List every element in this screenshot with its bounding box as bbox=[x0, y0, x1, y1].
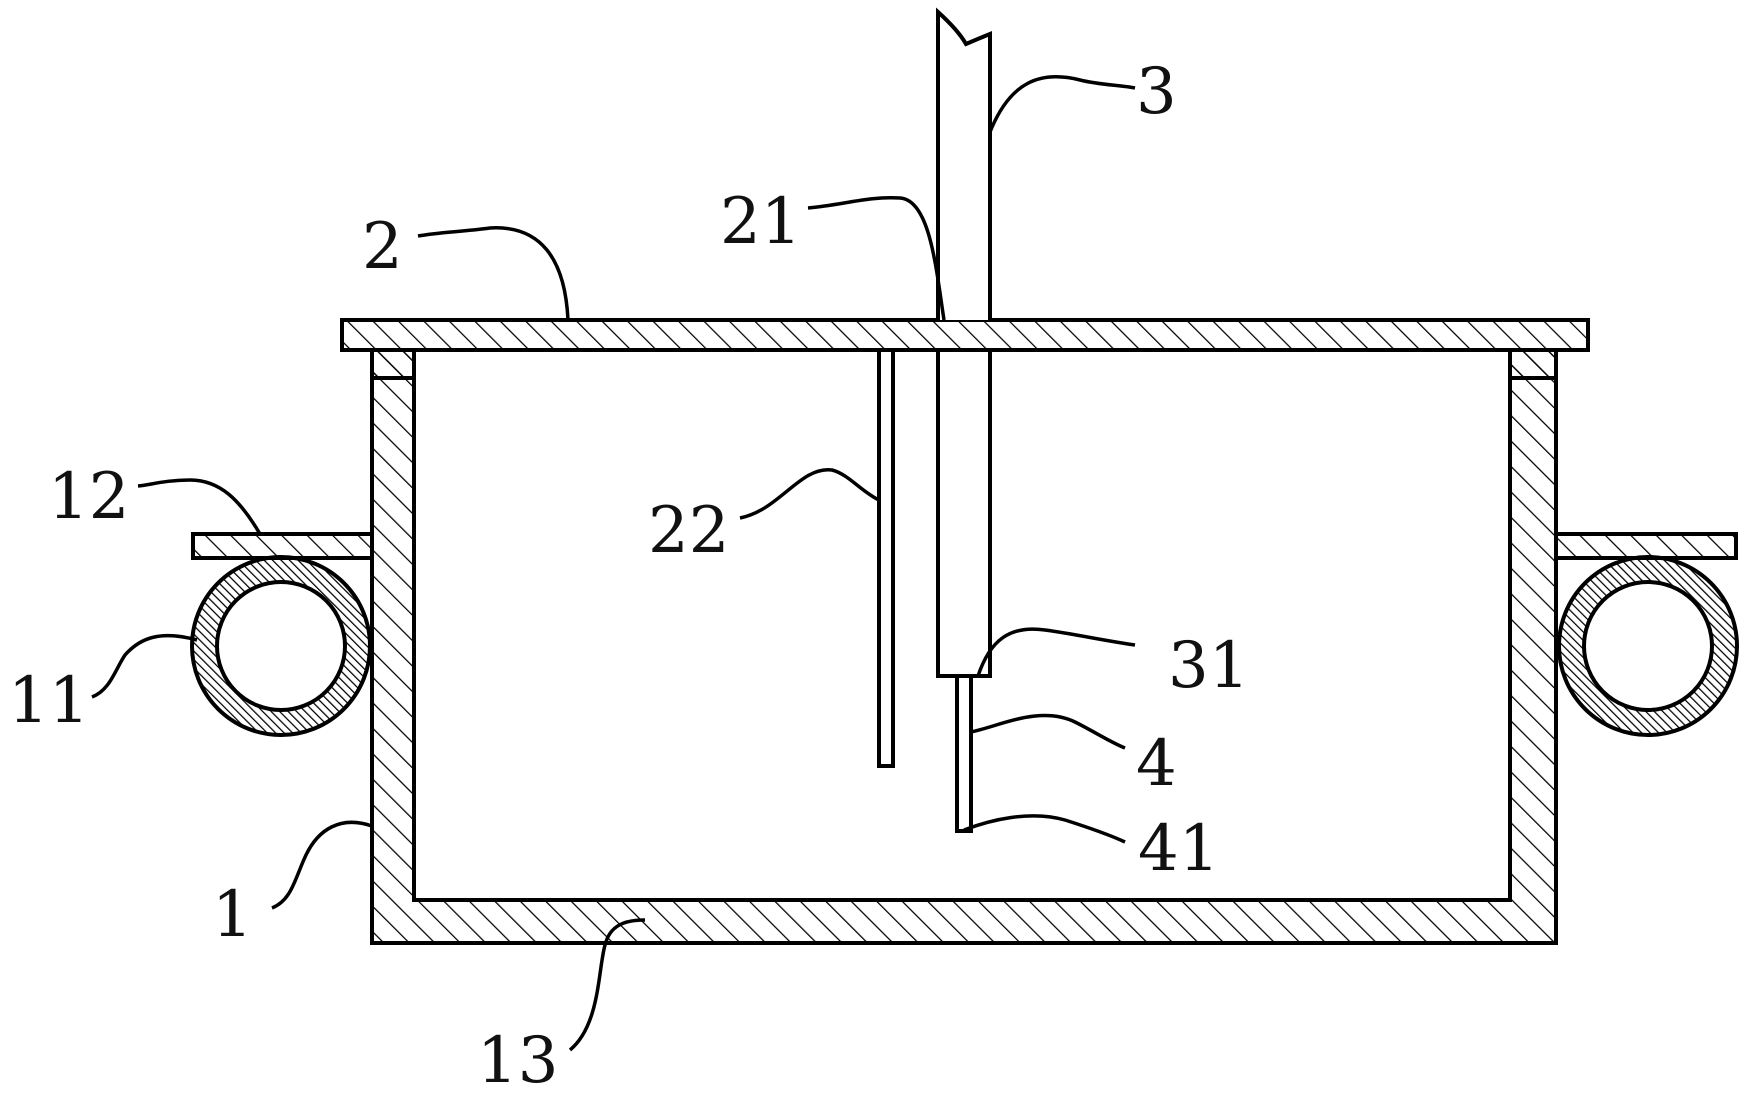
label-13: 13 bbox=[477, 1024, 558, 1094]
leader-1 bbox=[271, 820, 373, 910]
label-11: 11 bbox=[8, 664, 89, 738]
leader-12 bbox=[137, 478, 262, 535]
label-12: 12 bbox=[48, 460, 129, 534]
leader-31 bbox=[976, 627, 1136, 677]
inner-rod bbox=[877, 348, 895, 768]
leader-lines bbox=[91, 75, 1136, 1052]
leader-13 bbox=[568, 918, 646, 1052]
label-3: 3 bbox=[1136, 55, 1177, 129]
leader-2 bbox=[417, 226, 570, 321]
probe bbox=[955, 674, 973, 833]
label-4: 4 bbox=[1136, 727, 1177, 801]
label-2: 2 bbox=[362, 210, 403, 284]
label-1: 1 bbox=[212, 878, 253, 952]
left-heating-ring bbox=[190, 555, 372, 737]
leader-22 bbox=[739, 468, 880, 520]
right-heating-ring bbox=[1557, 555, 1739, 737]
left-side-flange bbox=[191, 532, 374, 560]
label-22: 22 bbox=[648, 494, 729, 568]
label-41: 41 bbox=[1138, 812, 1219, 886]
leader-4 bbox=[970, 713, 1126, 750]
label-31: 31 bbox=[1168, 629, 1249, 703]
right-side-flange bbox=[1554, 532, 1738, 560]
leader-11 bbox=[91, 633, 198, 699]
leader-21 bbox=[807, 195, 946, 321]
tube-lower bbox=[936, 348, 992, 678]
tube-upper bbox=[936, 7, 992, 320]
leader-41 bbox=[963, 814, 1126, 844]
label-21: 21 bbox=[720, 185, 801, 259]
leader-3 bbox=[988, 75, 1136, 133]
